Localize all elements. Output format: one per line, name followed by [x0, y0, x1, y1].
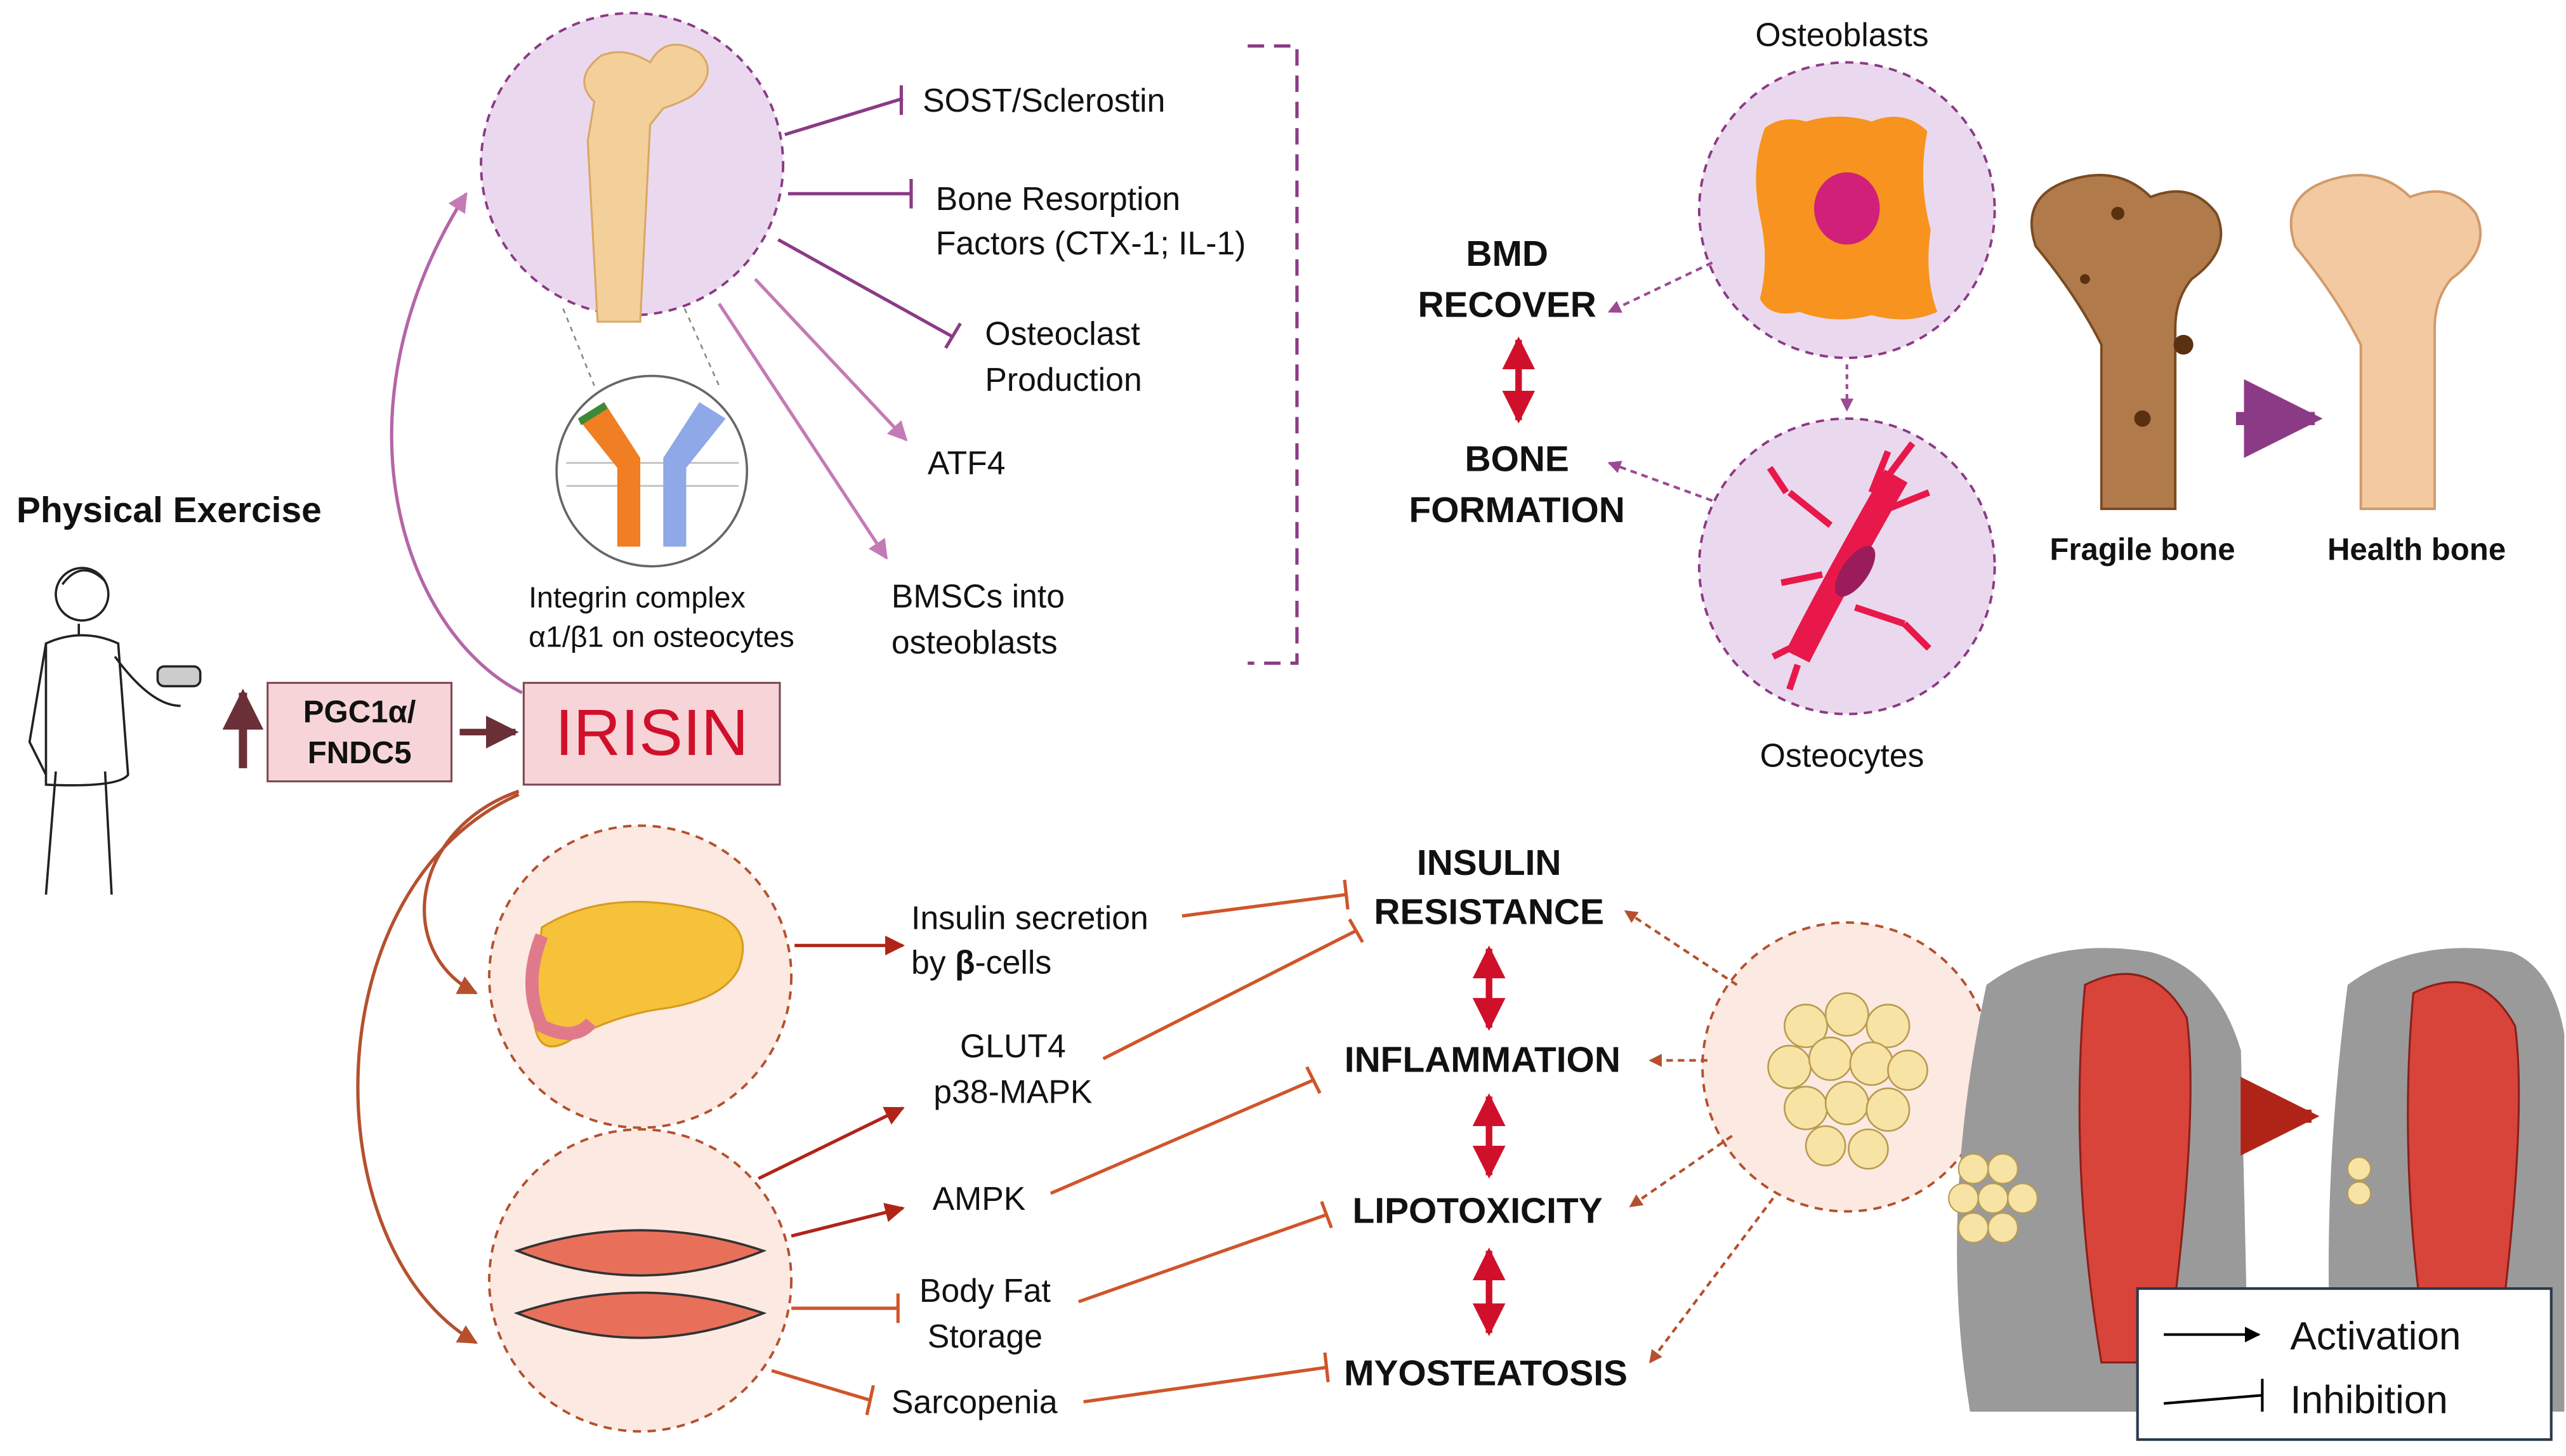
- adipocyte-cluster-icon: [1767, 992, 1928, 1170]
- osteoclast-label-2: Production: [985, 361, 1142, 398]
- osteoblast-to-bmd-arrow: [1607, 261, 1713, 313]
- pgc-line1: PGC1α/: [303, 695, 416, 729]
- zoom-line-left: [562, 308, 595, 386]
- integrin-line2: α1/β1 on osteocytes: [529, 620, 794, 653]
- legend-inhibition-label: Inhibition: [2290, 1379, 2447, 1422]
- irisin-label: IRISIN: [555, 695, 749, 769]
- glut4-label: GLUT4: [960, 1027, 1066, 1064]
- irisin-box: [522, 681, 781, 786]
- fragile-bone-label: Fragile bone: [2050, 532, 2235, 567]
- ampk-inhibits-inflammation: [1049, 1066, 1322, 1195]
- insulin-resistance-label-2: RESISTANCE: [1374, 892, 1604, 933]
- bodyfat-label-2: Storage: [928, 1318, 1043, 1354]
- resorption-label-2: Factors (CTX-1; IL-1): [936, 225, 1246, 261]
- osteocyte-cell-icon: [1767, 441, 1931, 691]
- healthy-bone-icon: [2289, 174, 2482, 511]
- formation-label-1: BONE: [1464, 439, 1569, 480]
- fat-to-myosteatosis-arrow: [1648, 1197, 1774, 1364]
- inhibit-osteoclast-line: [777, 238, 962, 349]
- insulin-resistance-label-1: INSULIN: [1417, 843, 1562, 883]
- inflammation-label: INFLAMMATION: [1345, 1040, 1621, 1080]
- activate-glut4-arrow: [758, 1106, 905, 1181]
- inhibit-bodyfat-line: [791, 1293, 900, 1323]
- glut4-inhibits-resistance: [1102, 918, 1364, 1061]
- irisin-to-bone-arrow: [390, 192, 523, 695]
- activate-bmsc-arrow: [718, 303, 888, 560]
- legend-inhibition-line: [2163, 1379, 2264, 1412]
- bodyfat-inhibits-lipotoxicity: [1078, 1201, 1333, 1304]
- pgc-fndc5-box: [266, 681, 453, 783]
- activate-ampk-arrow: [791, 1203, 905, 1238]
- osteoblasts-label: Osteoblasts: [1755, 16, 1928, 53]
- lipotoxicity-label: LIPOTOXICITY: [1353, 1191, 1603, 1231]
- formation-label-2: FORMATION: [1409, 490, 1625, 530]
- inhibit-resorption-line: [787, 179, 913, 209]
- fat-to-resistance-arrow: [1624, 910, 1738, 987]
- exercising-man-icon: [28, 567, 202, 895]
- myosteatosis-label: MYOSTEATOSIS: [1344, 1353, 1628, 1394]
- pgc-line2: FNDC5: [308, 736, 412, 770]
- sarcopenia-label: Sarcopenia: [892, 1384, 1058, 1420]
- bmd-label-2: RECOVER: [1418, 284, 1596, 325]
- ampk-label: AMPK: [933, 1180, 1026, 1217]
- integrin-receptor-icon: [566, 402, 739, 547]
- activate-atf4-arrow: [754, 278, 908, 442]
- fat-to-lipotoxicity-arrow: [1629, 1134, 1733, 1208]
- pancreas-icon: [525, 900, 744, 1047]
- integrin-line1: Integrin complex: [529, 580, 746, 613]
- bmsc-label-1: BMSCs into: [892, 577, 1065, 614]
- atf4-label: ATF4: [928, 445, 1006, 482]
- bmsc-label-2: osteoblasts: [892, 624, 1058, 660]
- osteoclast-label-1: Osteoclast: [985, 315, 1140, 351]
- muscle-icon: [513, 1229, 767, 1339]
- p38-label: p38-MAPK: [933, 1073, 1092, 1110]
- healthy-bone-label: Health bone: [2327, 532, 2506, 567]
- sarcopenia-inhibits-myosteatosis: [1083, 1352, 1330, 1404]
- bone-targets-bracket: [1247, 44, 1299, 665]
- inhibit-sarcopenia-line: [771, 1368, 875, 1415]
- femur-icon: [583, 43, 709, 323]
- insulin-secretion-inhibits-resistance: [1181, 879, 1350, 918]
- sost-label: SOST/Sclerostin: [923, 82, 1165, 119]
- bmd-label-1: BMD: [1466, 233, 1548, 274]
- osteocytes-label: Osteocytes: [1760, 737, 1924, 773]
- zoom-line-right: [683, 308, 720, 386]
- legend-box: [2136, 1287, 2553, 1441]
- insulin-secretion-label-2: by β-cells: [911, 943, 1051, 980]
- exercise-title: Physical Exercise: [16, 490, 322, 530]
- osteoblast-cell-icon: [1756, 116, 1938, 320]
- muscle-circle: [488, 1128, 793, 1433]
- inhibit-sost-line: [784, 85, 904, 136]
- legend-activation-label: Activation: [2290, 1315, 2461, 1358]
- fragile-bone-icon: [2030, 174, 2223, 511]
- irisin-to-muscle-arrow: [356, 792, 520, 1344]
- bodyfat-label-1: Body Fat: [919, 1272, 1051, 1309]
- insulin-secretion-label-1: Insulin secretion: [911, 899, 1148, 936]
- integrin-circle: [555, 374, 749, 568]
- irisin-to-pancreas-arrow: [423, 789, 520, 995]
- resorption-label-1: Bone Resorption: [936, 180, 1180, 217]
